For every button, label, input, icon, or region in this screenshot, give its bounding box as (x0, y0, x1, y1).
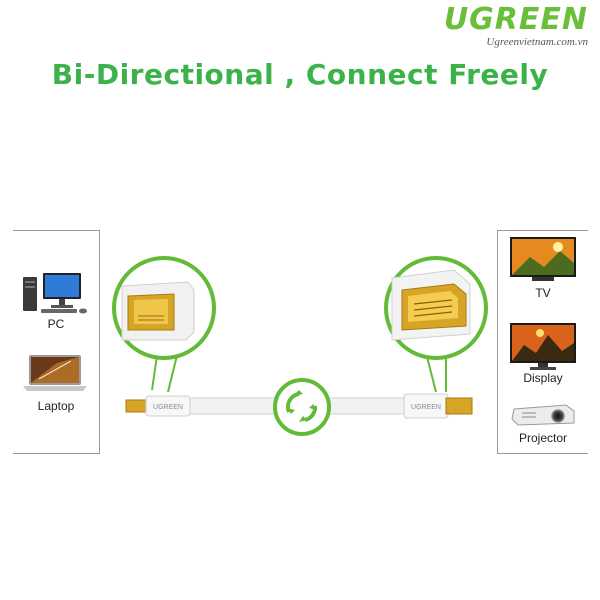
device-label-projector: Projector (518, 431, 568, 445)
plug-brand-right: UGREEN (411, 404, 441, 411)
tv-icon (510, 237, 576, 281)
headline: Bi-Directional , Connect Freely (51, 58, 549, 91)
laptop-icon (23, 355, 87, 391)
device-label-laptop: Laptop (37, 399, 75, 413)
mini-dp-closeup (112, 256, 216, 360)
bidirectional-badge (273, 378, 331, 436)
plug-brand-left: UGREEN (153, 404, 183, 411)
source-devices-panel: PC Laptop (13, 230, 100, 454)
dp-closeup (384, 256, 488, 360)
device-label-tv: TV (535, 286, 551, 300)
recycle-arrows-icon (285, 390, 318, 422)
display-icon (510, 323, 576, 370)
brand-url: Ugreenvietnam.com.vn (486, 36, 588, 48)
display-devices-panel: TV Display Projector (497, 230, 588, 454)
mini-dp-plug-tip (125, 399, 149, 413)
pc-icon (23, 273, 87, 314)
mini-dp-connector-icon (121, 281, 195, 341)
dp-plug-tip (445, 397, 473, 415)
brand-block: UGREEN Ugreenvietnam.com.vn (443, 2, 588, 49)
projector-icon (511, 404, 575, 426)
device-label-pc: PC (47, 317, 65, 331)
dp-connector-icon (391, 269, 471, 341)
brand-logo: UGREEN (443, 2, 588, 37)
mini-dp-plug-housing (145, 395, 191, 417)
device-label-display: Display (523, 371, 563, 385)
